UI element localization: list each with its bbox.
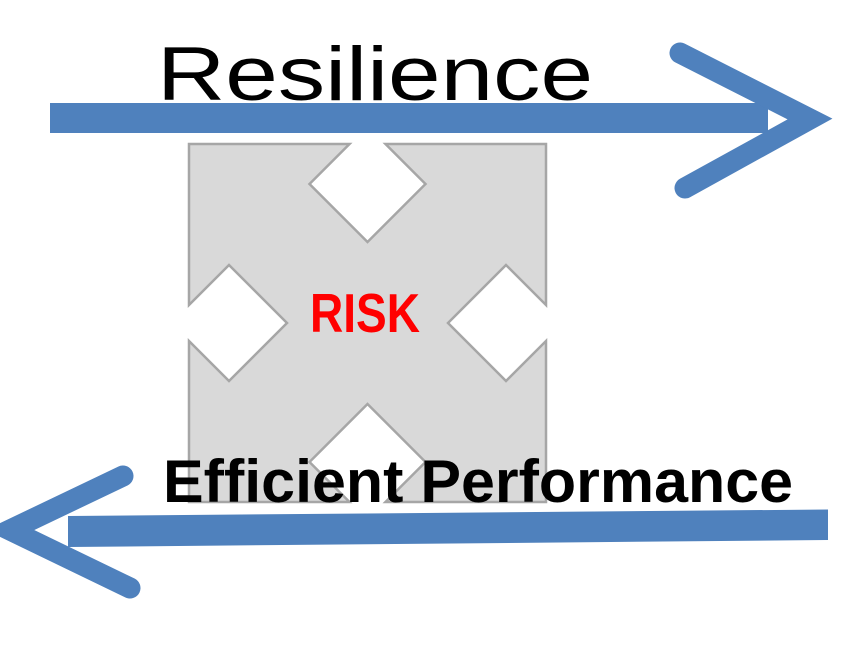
resilience-arrow — [50, 42, 833, 199]
resilience-arrow-right-head-icon — [669, 42, 833, 199]
efficient-performance-arrow — [0, 465, 828, 599]
efficient-performance-arrow-shaft — [68, 509, 828, 547]
efficient-performance-arrow-left-head-icon — [0, 465, 141, 599]
resilience-label: Resilience — [157, 32, 593, 117]
efficient-performance-label: Efficient Performance — [163, 448, 793, 515]
risk-label: RISK — [310, 282, 420, 344]
resilience-arrow-shaft — [50, 103, 768, 133]
risk-square — [187, 142, 548, 504]
